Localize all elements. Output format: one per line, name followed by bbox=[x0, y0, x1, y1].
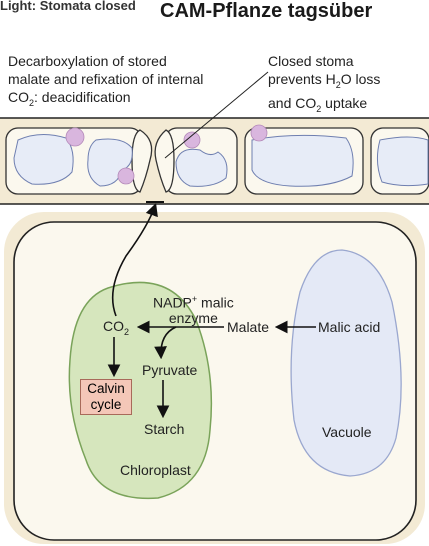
starch-label: Starch bbox=[144, 421, 185, 437]
calvin-cycle-box: Calvin cycle bbox=[80, 379, 132, 415]
nucleus-3 bbox=[183, 131, 201, 149]
guard-cell-left bbox=[131, 129, 153, 193]
annotation-left-line3: CO2: deacidification bbox=[8, 89, 131, 108]
pyruvate-label: Pyruvate bbox=[142, 362, 198, 378]
deacidification-annotation: Decarboxylation of stored malate and ref… bbox=[8, 52, 248, 112]
page-title: CAM-Pflanze tagsüber bbox=[160, 0, 373, 22]
epidermal-vacuole-1 bbox=[13, 134, 74, 185]
co2-label: CO2 bbox=[103, 318, 130, 337]
annotation-right-line1: Closed stoma bbox=[268, 53, 354, 69]
malic-acid-label: Malic acid bbox=[318, 319, 381, 335]
closed-stoma-annotation: Closed stoma prevents H2O loss and CO2 u… bbox=[268, 52, 428, 118]
co2-to-stoma-arrow bbox=[111, 202, 158, 317]
chloroplast bbox=[68, 281, 213, 500]
vacuole bbox=[290, 249, 402, 477]
calvin-line1: Calvin bbox=[87, 381, 125, 396]
annotation-left-line2: malate and refixation of internal bbox=[8, 71, 204, 87]
calvin-line2: cycle bbox=[90, 397, 122, 412]
malate-label: Malate bbox=[227, 319, 270, 335]
nadp-malic-enzyme-label: NADP+ malic enzyme bbox=[153, 294, 234, 326]
epidermal-vacuole-3 bbox=[175, 148, 228, 187]
light-condition-label: Light: Stomata closed bbox=[0, 0, 136, 13]
vacuole-label: Vacuole bbox=[322, 424, 372, 440]
stoma-leader-line bbox=[164, 71, 269, 159]
nucleus-2 bbox=[117, 167, 135, 185]
annotation-right-line2: prevents H2O loss bbox=[268, 71, 381, 90]
epidermal-vacuole-5 bbox=[376, 136, 429, 187]
epidermal-vacuole-4 bbox=[251, 134, 354, 187]
annotation-right-line3: and CO2 uptake bbox=[268, 94, 368, 114]
nucleus-4 bbox=[250, 124, 268, 142]
malate-to-pyruvate-arrow bbox=[154, 326, 177, 360]
guard-cell-right bbox=[154, 129, 175, 193]
annotation-left-line1: Decarboxylation of stored bbox=[8, 53, 167, 69]
chloroplast-label: Chloroplast bbox=[120, 462, 191, 478]
nucleus-1 bbox=[65, 127, 85, 147]
epidermal-vacuole-2 bbox=[87, 138, 133, 187]
